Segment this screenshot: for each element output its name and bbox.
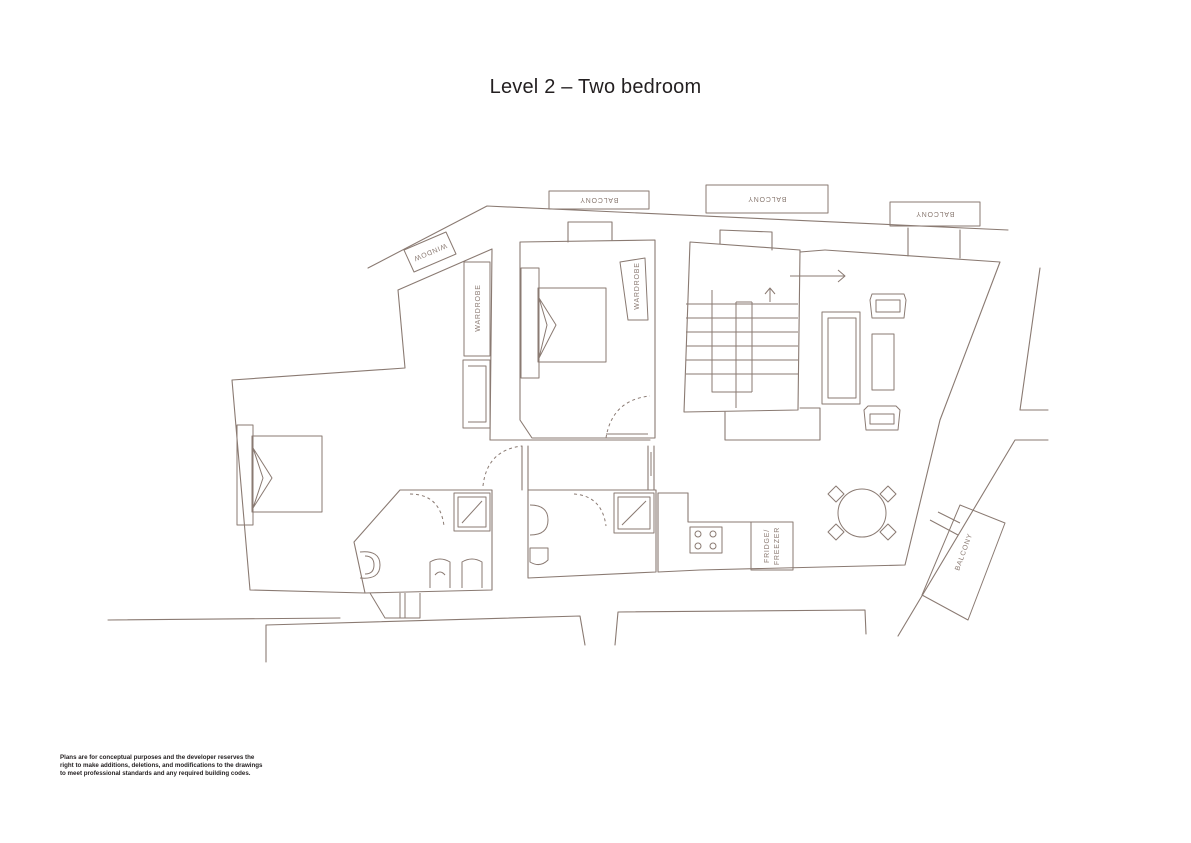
page-title: Level 2 – Two bedroom bbox=[489, 76, 702, 98]
balcony-label-4: BALCONY bbox=[954, 533, 974, 572]
balconies bbox=[403, 184, 1006, 621]
balcony-label-1: BALCONY bbox=[579, 196, 618, 203]
stairs bbox=[683, 229, 846, 441]
disclaimer-line: right to make additions, deletions, and … bbox=[60, 762, 263, 769]
disclaimer-line: Plans are for conceptual purposes and th… bbox=[60, 754, 255, 761]
disclaimer: Plans are for conceptual purposes and th… bbox=[60, 754, 330, 778]
outer-walls bbox=[231, 205, 1049, 637]
wardrobe-label-right: WARDROBE bbox=[634, 262, 641, 309]
balcony-label-2: BALCONY bbox=[747, 195, 786, 202]
bathroom-left bbox=[353, 489, 493, 619]
bathroom-right bbox=[527, 489, 657, 579]
balcony-label-3: BALCONY bbox=[915, 210, 954, 217]
fridge-label-line2: FREEZER bbox=[774, 527, 781, 565]
street-lines bbox=[107, 609, 867, 663]
living-room bbox=[799, 227, 961, 431]
dining-table bbox=[827, 485, 897, 541]
corridor bbox=[489, 439, 655, 491]
kitchen bbox=[689, 521, 794, 571]
disclaimer-line: to meet professional standards and any r… bbox=[60, 770, 251, 777]
fridge-label-line1: FRIDGE/ bbox=[764, 529, 771, 563]
wardrobe-label-left: WARDROBE bbox=[475, 284, 482, 331]
bedroom-left bbox=[236, 261, 523, 526]
bedroom-top bbox=[519, 221, 656, 441]
